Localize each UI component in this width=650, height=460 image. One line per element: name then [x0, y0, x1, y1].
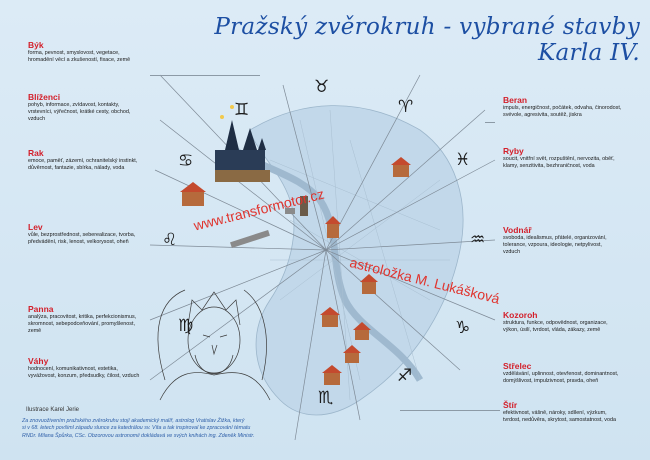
sign-desc-line: soucit, vnitřní svět, rozpuštění, nervoz…	[503, 156, 615, 162]
leo-symbol-icon: ♌	[162, 230, 178, 250]
capricorn-symbol-icon: ♑	[455, 318, 471, 338]
sign-panna: Panna analýza, pracovitost, kritika, per…	[28, 304, 176, 335]
divider-byk	[150, 75, 260, 76]
sign-desc-line: vůle, bezprostřednost, seberealizace, tv…	[28, 232, 136, 238]
sign-name: Panna	[28, 304, 54, 314]
sign-desc-line: skromnost, sebepodceňování, promyšlenost…	[28, 321, 135, 327]
st-vitus-cathedral	[215, 105, 270, 182]
page-title: Pražský zvěrokruh - vybrané stavby Karla…	[214, 14, 640, 66]
sign-name: Střelec	[503, 361, 532, 371]
sign-desc-line: důvěrnost, fantazie, sbírka, nálady, vod…	[28, 165, 125, 171]
sign-name: Blíženci	[28, 92, 61, 102]
sign-desc-line: vzduch	[28, 116, 46, 122]
sign-lev: Lev vůle, bezprostřednost, seberealizace…	[28, 222, 176, 246]
sign-desc-line: tolerance, vzpoura, ideologie, netpylivo…	[503, 242, 602, 248]
sign-desc-line: impuls, energičnost, počátek, odvaha, či…	[503, 105, 622, 111]
vltava-river	[233, 147, 424, 382]
scorpio-symbol-icon: ♏	[318, 388, 334, 408]
footnote: Za znovuoživením pražského zvěrokruhu st…	[22, 418, 322, 440]
sign-kozoroh: Kozoroh struktura, funkce, odpovědnost, …	[503, 310, 643, 334]
sign-desc-line: vyvážovost, konzum, předsudky, čilost, v…	[28, 373, 140, 379]
sign-name: Štír	[503, 400, 518, 410]
sign-name: Lev	[28, 222, 43, 232]
sign-stir: Štír efektivnost, vášně, nároky, sdílení…	[503, 400, 643, 424]
sign-name: Beran	[503, 95, 528, 105]
charles-iv-portrait	[157, 289, 271, 401]
sign-ryby: Ryby soucit, vnitřní svět, rozpuštění, n…	[503, 146, 643, 170]
footnote-line: Za znovuoživením pražského zvěrokruhu st…	[22, 418, 245, 424]
sign-name: Býk	[28, 40, 44, 50]
sign-desc-line: svévole, agresivita, soutěž, jiskra	[503, 112, 582, 118]
virgo-symbol-icon: ♍	[178, 316, 194, 336]
sign-desc-line: efektivnost, vášně, nároky, sdílení, výz…	[503, 410, 607, 416]
sign-name: Váhy	[28, 356, 49, 366]
sign-vahy: Váhy hodnocení, komunikativnost, estetik…	[28, 356, 176, 380]
divider-stir	[400, 410, 500, 411]
sign-desc-line: výkon, úsilí, tvrdost, vláda, zákazy, ze…	[503, 327, 601, 333]
sign-name: Ryby	[503, 146, 524, 156]
sign-byk: Býk forma, pevnost, smyslovost, vegetace…	[28, 40, 176, 64]
aries-symbol-icon: ♈	[398, 97, 414, 117]
illustration-credit: Ilustrace Karel Jerie	[26, 407, 80, 413]
sign-desc-line: země	[28, 328, 42, 334]
sign-desc-line: předvádění, risk, lenost, velkorysost, o…	[28, 239, 129, 245]
sign-desc-line: vzdělávání, uplinnost, otevřenost, domin…	[503, 371, 619, 377]
sign-desc-line: pohyb, informace, zvídavost, kontakty,	[28, 102, 120, 108]
sign-desc-line: tvrdost, nedůvěra, skrytost, samostatnos…	[503, 417, 616, 423]
sign-desc-line: emoce, paměť, zázemí, ochranitelský inst…	[28, 158, 138, 164]
sign-desc-line: struktura, funkce, odpovědnost, organiza…	[503, 320, 608, 326]
sign-desc-line: klamy, senzitivita, bezhraničnost, voda	[503, 163, 595, 169]
sign-desc-line: hromadění věcí a zkušeností, fixace, zem…	[28, 57, 131, 63]
sign-name: Kozoroh	[503, 310, 538, 320]
sign-desc-line: analýza, pracovitost, kritika, perfekcio…	[28, 314, 137, 320]
sign-desc-line: svoboda, idealismus, přátelé, organizová…	[503, 235, 607, 241]
sagittarius-symbol-icon: ♐	[397, 366, 413, 386]
pisces-symbol-icon: ♓	[455, 150, 471, 170]
footnote-line: si v 68. letech povšiml západu slunce za…	[22, 425, 251, 432]
footnote-line: RNDr. Milana Špůrka, CSc. Obzorovou astr…	[22, 432, 255, 439]
sign-name: Vodnář	[503, 225, 532, 235]
sign-desc-line: domýšlivost, impulzivnost, pravda, oheň	[503, 378, 599, 384]
sign-name: Rak	[28, 148, 44, 158]
taurus-symbol-icon: ♉	[314, 77, 330, 97]
sign-strelec: Střelec vzdělávání, uplinnost, otevřenos…	[503, 361, 643, 385]
sign-blizenci: Blíženci pohyb, informace, zvídavost, ko…	[28, 92, 176, 123]
historic-buildings	[180, 157, 411, 385]
divider-beran	[485, 122, 495, 123]
aquarius-symbol-icon: ♒	[470, 230, 486, 250]
sign-desc-line: vrstevníci, výřečnost, krátké cesty, obc…	[28, 109, 131, 115]
sign-desc-line: hodnocení, komunikativnost, estetika,	[28, 366, 118, 372]
gemini-symbol-icon: ♊	[234, 100, 250, 120]
zodiac-rays	[149, 74, 496, 441]
sign-desc-line: vzduch	[503, 249, 521, 255]
sign-vodnar: Vodnář svoboda, idealismus, přátelé, org…	[503, 225, 643, 256]
sign-rak: Rak emoce, paměť, zázemí, ochranitelský …	[28, 148, 176, 172]
cancer-symbol-icon: ♋	[178, 151, 194, 171]
sign-beran: Beran impuls, energičnost, počátek, odva…	[503, 95, 643, 119]
sign-desc-line: forma, pevnost, smyslovost, vegetace,	[28, 50, 120, 56]
